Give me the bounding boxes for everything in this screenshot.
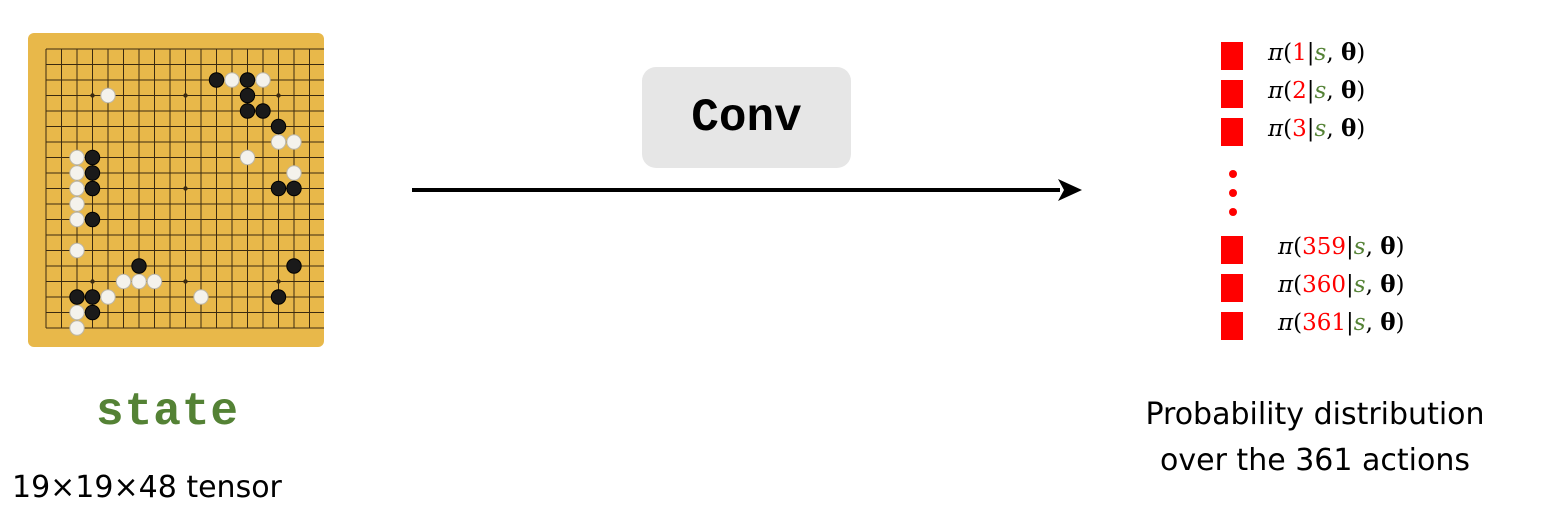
white-stone bbox=[69, 196, 85, 212]
white-stone bbox=[286, 134, 302, 150]
star-point bbox=[90, 279, 95, 284]
ellipsis-dot bbox=[1229, 189, 1237, 197]
action-number: 359 bbox=[1302, 234, 1347, 260]
action-number: 2 bbox=[1292, 78, 1307, 104]
probability-bar bbox=[1221, 274, 1243, 302]
policy-expression: π(360|s, θ) bbox=[1278, 271, 1405, 298]
black-stone bbox=[270, 118, 287, 135]
white-stone bbox=[131, 273, 147, 290]
probability-bar bbox=[1221, 118, 1243, 146]
caption-line-2: over the 361 actions bbox=[1160, 443, 1470, 478]
black-stone bbox=[239, 103, 256, 119]
black-stone bbox=[239, 72, 256, 88]
white-stone bbox=[69, 149, 85, 166]
pi-symbol: π bbox=[1278, 234, 1294, 260]
policy-expression: π(361|s, θ) bbox=[1278, 309, 1405, 336]
white-stone bbox=[255, 72, 271, 88]
black-stone bbox=[286, 258, 302, 274]
policy-expression: π(359|s, θ) bbox=[1278, 233, 1405, 260]
go-board bbox=[28, 33, 324, 347]
state-label: state bbox=[96, 386, 240, 438]
black-stone bbox=[286, 180, 302, 197]
probability-bar bbox=[1221, 312, 1243, 340]
state-symbol: s bbox=[1353, 310, 1366, 336]
policy-expression: π(1|s, θ) bbox=[1268, 39, 1366, 66]
output-caption: Probability distribution over the 361 ac… bbox=[1100, 392, 1530, 484]
policy-expression: π(2|s, θ) bbox=[1268, 77, 1366, 104]
pi-symbol: π bbox=[1268, 78, 1284, 104]
action-number: 3 bbox=[1292, 116, 1307, 142]
theta-symbol: θ bbox=[1340, 77, 1357, 104]
black-stone bbox=[84, 180, 101, 197]
white-stone bbox=[69, 180, 85, 197]
white-stone bbox=[286, 165, 302, 181]
black-stone bbox=[84, 289, 101, 305]
black-stone bbox=[270, 180, 287, 197]
arrow-head bbox=[1058, 179, 1082, 201]
white-stone bbox=[69, 211, 85, 228]
action-number: 1 bbox=[1292, 40, 1307, 66]
probability-bar bbox=[1221, 80, 1243, 108]
state-symbol: s bbox=[1314, 40, 1327, 66]
arrow bbox=[412, 179, 1082, 201]
state-symbol: s bbox=[1314, 78, 1327, 104]
action-number: 360 bbox=[1302, 272, 1347, 298]
probability-bar bbox=[1221, 236, 1243, 264]
star-point bbox=[276, 279, 281, 284]
pi-symbol: π bbox=[1278, 272, 1294, 298]
caption-line-1: Probability distribution bbox=[1145, 397, 1485, 432]
conv-label: Conv bbox=[691, 91, 802, 144]
ellipsis-dot bbox=[1229, 208, 1237, 216]
black-stone bbox=[131, 258, 147, 274]
white-stone bbox=[69, 242, 85, 259]
star-point bbox=[183, 186, 188, 191]
white-stone bbox=[69, 304, 85, 321]
white-stone bbox=[270, 134, 287, 150]
theta-symbol: θ bbox=[1380, 271, 1396, 298]
white-stone bbox=[100, 87, 116, 104]
white-stone bbox=[239, 149, 256, 166]
black-stone bbox=[255, 103, 271, 119]
pi-symbol: π bbox=[1268, 116, 1284, 142]
star-point bbox=[90, 93, 95, 98]
theta-symbol: θ bbox=[1380, 309, 1396, 336]
black-stone bbox=[84, 304, 101, 321]
ellipsis-dot bbox=[1229, 170, 1237, 178]
white-stone bbox=[69, 320, 85, 336]
state-symbol: s bbox=[1353, 234, 1366, 260]
policy-expression: π(3|s, θ) bbox=[1268, 115, 1366, 142]
white-stone bbox=[224, 72, 240, 88]
star-point bbox=[276, 93, 281, 98]
white-stone bbox=[100, 289, 116, 305]
black-stone bbox=[84, 149, 101, 166]
pi-symbol: π bbox=[1268, 40, 1284, 66]
pi-symbol: π bbox=[1278, 310, 1294, 336]
state-symbol: s bbox=[1353, 272, 1366, 298]
white-stone bbox=[146, 273, 163, 290]
white-stone bbox=[193, 289, 209, 305]
black-stone bbox=[84, 211, 101, 228]
black-stone bbox=[69, 289, 85, 305]
white-stone bbox=[69, 165, 85, 181]
theta-symbol: θ bbox=[1380, 233, 1396, 260]
white-stone bbox=[115, 273, 132, 290]
theta-symbol: θ bbox=[1340, 39, 1357, 66]
black-stone bbox=[84, 165, 101, 181]
action-number: 361 bbox=[1302, 310, 1347, 336]
probability-bar bbox=[1221, 42, 1243, 70]
black-stone bbox=[239, 87, 256, 104]
state-symbol: s bbox=[1314, 116, 1327, 142]
black-stone bbox=[208, 72, 225, 88]
tensor-shape-label: 19×19×48 tensor bbox=[12, 470, 282, 505]
black-stone bbox=[270, 289, 287, 305]
theta-symbol: θ bbox=[1340, 115, 1357, 142]
star-point bbox=[183, 93, 188, 98]
conv-box: Conv bbox=[642, 67, 851, 168]
star-point bbox=[183, 279, 188, 284]
